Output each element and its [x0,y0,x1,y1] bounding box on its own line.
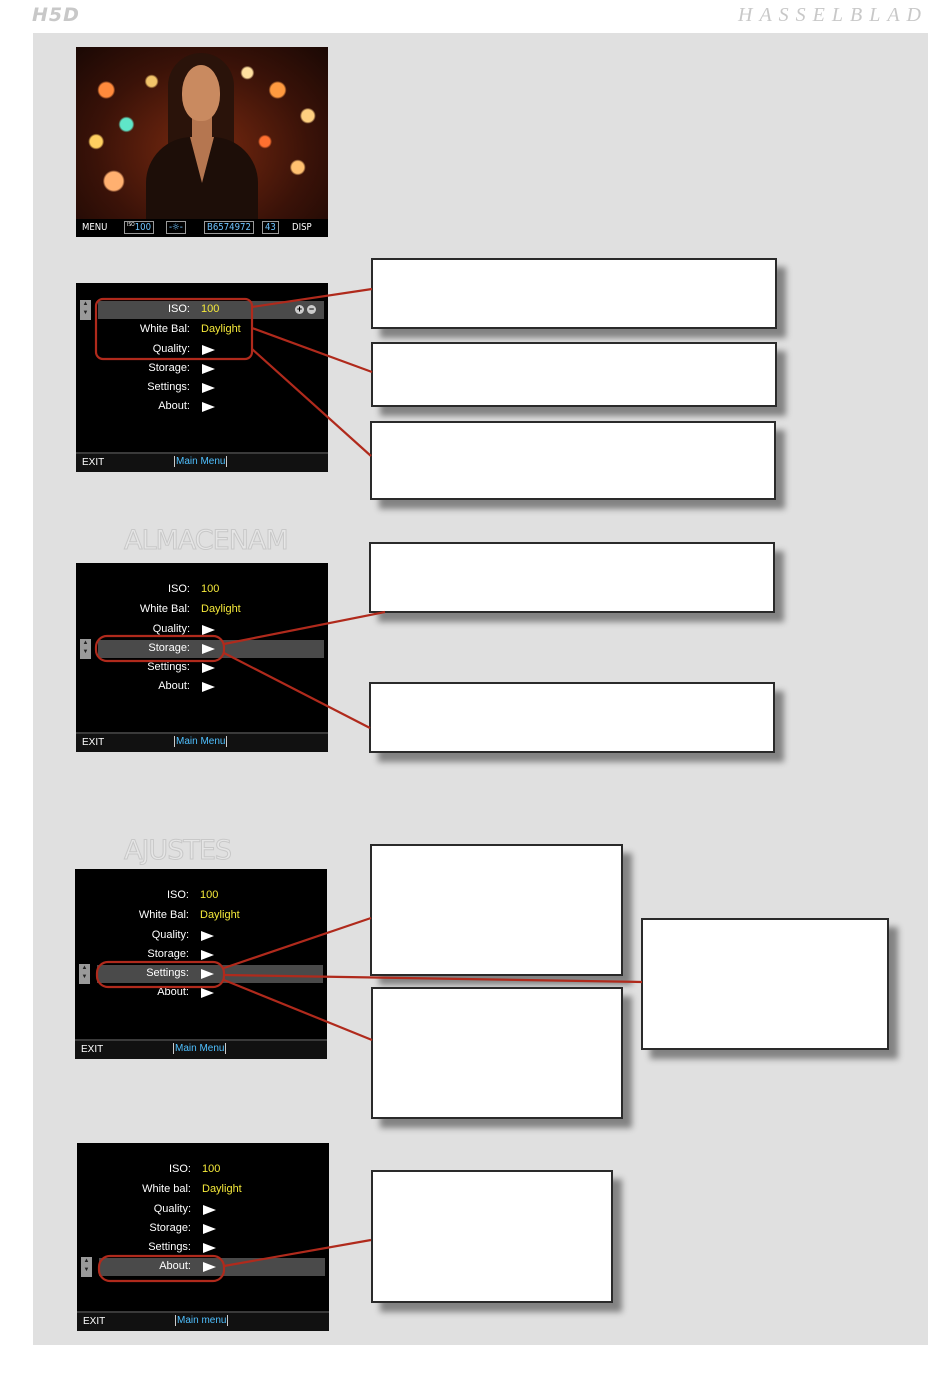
menu-row-iso[interactable]: ISO:100 [167,303,220,315]
menu-row-about[interactable]: About: [75,984,327,1002]
iso-indicator: ISO100 [124,221,155,234]
screen-footer: EXIT Main Menu [76,732,328,752]
menu-label: MENU [82,222,108,233]
menu-row-about[interactable]: About: [77,1258,329,1276]
menu-row-settings[interactable]: Settings: [76,659,328,677]
menu-row-storage[interactable]: Storage: [76,640,328,658]
menu-row-storage[interactable]: Storage: [75,946,327,964]
menu-row-about[interactable]: About: [76,398,328,416]
arrow-right-icon [202,383,215,393]
menu-row-about[interactable]: About: [76,678,328,696]
arrow-right-icon [203,1243,216,1253]
main-menu-label: Main Menu [173,1043,227,1054]
header-model: H5D [32,4,80,26]
exit-button[interactable]: EXIT [82,737,105,748]
menu-row-quality[interactable]: Quality: [77,1201,329,1219]
screen-footer: EXIT Main Menu [75,1039,327,1059]
arrow-right-icon [202,345,215,355]
preview-photo: MENU ISO100 -☼- B6574972 43 DISP [76,47,328,237]
menu-row-quality[interactable]: Quality: [76,341,328,359]
preview-info-bar: MENU ISO100 -☼- B6574972 43 DISP [76,219,328,237]
menu-row-settings[interactable]: Settings: [77,1239,329,1257]
disp-label: DISP [292,222,312,233]
arrow-right-icon [202,644,215,654]
main-menu-screen-3: ▲▼ ISO:100 White Bal:Daylight Quality: S… [75,869,327,1059]
arrow-right-icon [203,1205,216,1215]
section-title-settings: AJUSTES [123,835,232,867]
callout-storage-1 [369,542,775,613]
callout-about [371,1170,613,1303]
main-menu-screen-2: ▲▼ ISO:100 White Bal:Daylight Quality: S… [76,563,328,752]
main-menu-label: Main Menu [174,736,228,747]
main-menu-screen-1: ▲▼ + − ISO:100 White Bal:Daylight Qualit… [76,283,328,472]
arrow-right-icon [202,364,215,374]
arrow-right-icon [201,950,214,960]
callout-storage-2 [369,682,775,753]
minus-icon: − [307,304,316,314]
callout-settings-3 [371,987,623,1119]
plus-icon: + [295,304,304,314]
menu-row-settings[interactable]: Settings: [76,379,328,397]
main-menu-label: Main menu [175,1315,229,1326]
menu-row-settings[interactable]: Settings: [75,965,327,983]
menu-row-white-balance[interactable]: White bal:Daylight [142,1183,242,1195]
menu-row-white-balance[interactable]: White Bal:Daylight [139,603,241,615]
menu-row-iso[interactable]: ISO:100 [166,889,219,901]
menu-row-white-balance[interactable]: White Bal:Daylight [138,909,240,921]
scroll-arrows-icon: ▲▼ [81,1257,92,1277]
arrow-right-icon [202,402,215,412]
menu-row-quality[interactable]: Quality: [76,621,328,639]
menu-row-quality[interactable]: Quality: [75,927,327,945]
shot-count: 43 [262,221,279,234]
menu-row-storage[interactable]: Storage: [77,1220,329,1238]
menu-row-white-balance[interactable]: White Bal:Daylight [139,323,241,335]
callout-quality [370,421,776,500]
file-name: B6574972 [204,221,254,234]
arrow-right-icon [203,1262,216,1272]
scroll-arrows-icon: ▲▼ [80,300,91,320]
main-menu-label: Main Menu [174,456,228,467]
callout-settings-1 [370,844,623,976]
scroll-arrows-icon: ▲▼ [80,639,91,659]
header-brand: HASSELBLAD [738,4,928,26]
exit-button[interactable]: EXIT [81,1044,104,1055]
section-title-storage: ALMACENAM [124,525,290,557]
scroll-arrows-icon: ▲▼ [79,964,90,984]
callout-white-balance [371,342,777,407]
menu-row-iso[interactable]: ISO:100 [168,1163,221,1175]
arrow-right-icon [202,682,215,692]
menu-row-iso[interactable]: ISO:100 [167,583,220,595]
arrow-right-icon [202,625,215,635]
exit-button[interactable]: EXIT [82,457,105,468]
menu-row-storage[interactable]: Storage: [76,360,328,378]
screen-footer: EXIT Main menu [77,1311,329,1331]
callout-settings-2 [641,918,889,1050]
exit-button[interactable]: EXIT [83,1316,106,1327]
main-menu-screen-4: ▲▼ ISO:100 White bal:Daylight Quality: S… [77,1143,329,1331]
screen-footer: EXIT Main Menu [76,452,328,472]
arrow-right-icon [201,931,214,941]
arrow-right-icon [201,988,214,998]
arrow-right-icon [203,1224,216,1234]
arrow-right-icon [201,969,214,979]
arrow-right-icon [202,663,215,673]
portrait-image [76,47,328,219]
white-balance-icon: -☼- [166,221,186,234]
callout-iso [371,258,777,329]
